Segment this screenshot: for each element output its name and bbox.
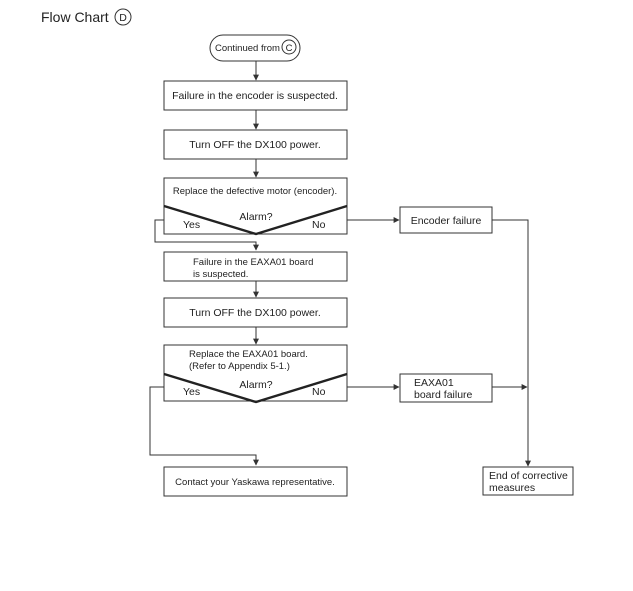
step-eaxa01-suspected-line1: Failure in the EAXA01 board xyxy=(193,257,313,268)
end-line2: measures xyxy=(489,482,535,494)
step-replace-board-line2: (Refer to Appendix 5-1.) xyxy=(189,361,290,372)
decision-replace-motor xyxy=(163,177,348,235)
decision-1-yes: Yes xyxy=(183,219,200,231)
decision-replace-board xyxy=(163,344,348,402)
step-replace-board-line1: Replace the EAXA01 board. xyxy=(189,349,308,360)
step-encoder-suspected xyxy=(163,80,348,111)
step-turn-off-power-2-label: Turn OFF the DX100 power. xyxy=(189,307,321,319)
step-encoder-suspected-label: Failure in the encoder is suspected. xyxy=(172,90,338,102)
outcome-eaxa01-line2: board failure xyxy=(414,389,473,401)
step-turn-off-power-1 xyxy=(163,129,348,160)
step-turn-off-power-1-label: Turn OFF the DX100 power. xyxy=(189,139,321,151)
start-marker: C xyxy=(286,43,293,54)
outcome-encoder-failure xyxy=(399,206,493,234)
end-line1: End of corrective xyxy=(489,470,568,482)
step-contact-yaskawa-label: Contact your Yaskawa representative. xyxy=(175,477,335,488)
step-replace-motor-label: Replace the defective motor (encoder). xyxy=(173,186,337,197)
step-turn-off-power-2 xyxy=(163,297,348,328)
decision-diamond-1 xyxy=(163,204,348,236)
decision-2-yes: Yes xyxy=(183,386,200,398)
decision-1-question: Alarm? xyxy=(239,211,272,223)
chart-title: Flow Chart xyxy=(41,9,109,25)
start-label: Continued from xyxy=(215,43,280,54)
step-eaxa01-suspected xyxy=(163,251,348,282)
step-eaxa01-suspected-line2: is suspected. xyxy=(193,269,248,280)
decision-1-no: No xyxy=(312,219,326,231)
outcome-encoder-failure-label: Encoder failure xyxy=(411,215,482,227)
outcome-eaxa01-failure xyxy=(399,373,493,403)
end-corrective-measures xyxy=(482,466,574,496)
decision-2-question: Alarm? xyxy=(239,379,272,391)
decision-diamond-2 xyxy=(163,372,348,404)
title-marker: D xyxy=(119,12,127,24)
title-marker-circle xyxy=(114,8,132,26)
step-contact-yaskawa xyxy=(163,466,348,497)
start-terminator xyxy=(209,34,301,62)
outcome-eaxa01-line1: EAXA01 xyxy=(414,377,454,389)
start-marker-circle xyxy=(281,39,297,55)
decision-2-no: No xyxy=(312,386,326,398)
